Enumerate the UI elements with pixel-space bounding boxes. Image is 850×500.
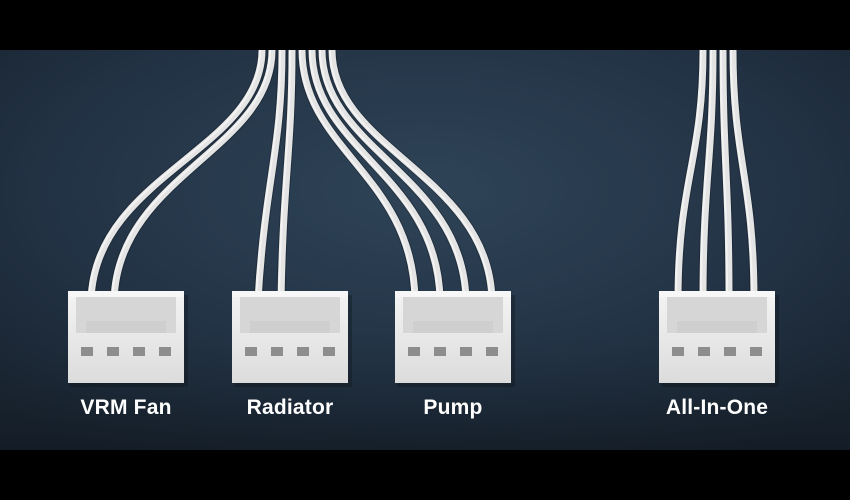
cable-pump-4 xyxy=(328,50,496,304)
cables xyxy=(87,50,758,304)
cable-vrm-2 xyxy=(110,50,276,304)
connector-vrm-fan xyxy=(68,291,188,387)
connector-all-in-one xyxy=(659,291,779,387)
connector-pump xyxy=(395,291,515,387)
letterbox-top xyxy=(0,0,850,50)
cable-radiator-2 xyxy=(277,50,296,304)
label-vrm-fan: VRM Fan xyxy=(80,396,172,419)
cable-illustration xyxy=(0,50,850,450)
label-radiator: Radiator xyxy=(246,396,334,419)
cable-aio-3 xyxy=(719,50,733,304)
label-all-in-one: All-In-One xyxy=(665,396,769,419)
label-pump: Pump xyxy=(423,396,483,419)
connector-radiator xyxy=(232,291,352,387)
cable-radiator-1 xyxy=(254,50,286,304)
cable-aio-2 xyxy=(699,50,717,304)
cable-vrm-1 xyxy=(87,50,266,304)
letterbox-bottom xyxy=(0,450,850,500)
cable-pump-2 xyxy=(308,50,444,304)
cable-pump-3 xyxy=(318,50,470,304)
cable-aio-1 xyxy=(674,50,707,304)
cable-pump-1 xyxy=(298,50,419,304)
product-scene xyxy=(0,50,850,450)
cable-aio-4 xyxy=(729,50,758,304)
